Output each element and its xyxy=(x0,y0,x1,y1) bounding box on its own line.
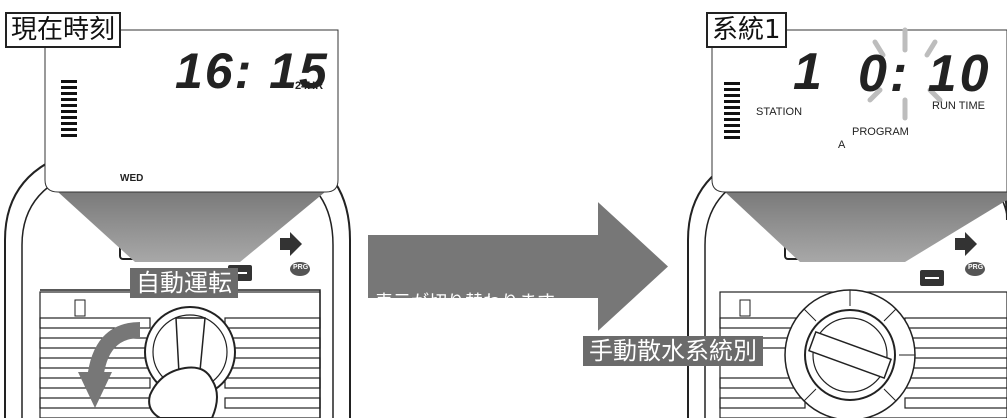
weekday-indicator: WED xyxy=(120,173,144,184)
right-zoom-beam xyxy=(725,192,1007,262)
station-title: 系統1 xyxy=(706,12,787,48)
runtime-display: 0: 10 xyxy=(858,45,992,103)
transition-caption: 表示が切り替わります。 xyxy=(375,292,572,313)
clock-24hr-indicator: 24HR xyxy=(295,80,324,92)
prg-button-label-right: PRG xyxy=(968,264,984,271)
right-lcd-bars xyxy=(724,82,740,139)
left-zoom-beam xyxy=(58,192,325,262)
station-number-display: 1 xyxy=(793,43,822,101)
left-lcd-bars xyxy=(61,80,77,137)
transition-arrow-icon xyxy=(368,202,668,331)
program-value: A xyxy=(838,139,846,151)
hand-illustration xyxy=(148,366,218,418)
prg-button-label: PRG xyxy=(293,264,309,271)
runtime-indicator: RUN TIME xyxy=(932,100,985,112)
station-indicator: STATION xyxy=(756,106,803,118)
rotate-arrow-icon xyxy=(78,372,112,408)
blink-indicator xyxy=(867,27,943,121)
right-arrow-button[interactable] xyxy=(280,232,302,256)
manual-station-label: 手動散水系統別 xyxy=(583,336,763,366)
current-time-title: 現在時刻 xyxy=(5,12,122,48)
prg-button[interactable] xyxy=(290,262,310,276)
auto-operation-label: 自動運転 xyxy=(130,268,238,298)
clock-display: 16: 15 xyxy=(175,43,329,99)
program-indicator: PROGRAM xyxy=(852,126,909,138)
